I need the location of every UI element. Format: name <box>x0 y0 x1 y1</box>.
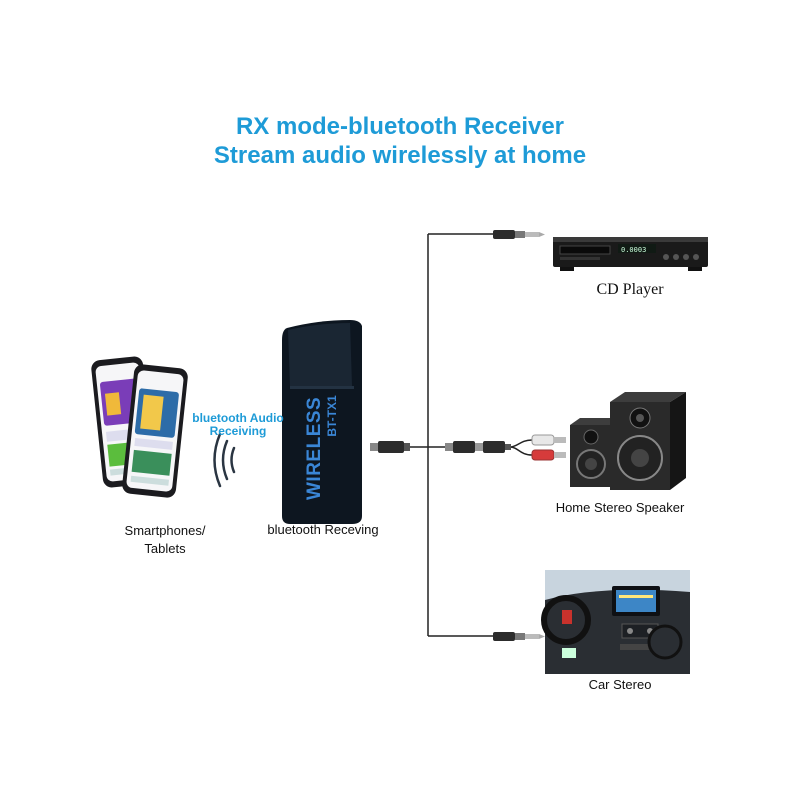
middle-audio-jack-icon <box>445 441 511 453</box>
smartphones-label-line1: Smartphones/ <box>124 523 206 538</box>
bluetooth-audio-label-line1: bluetooth Audio <box>192 411 284 425</box>
car-stereo-icon <box>541 570 690 674</box>
car-audio-jack-icon <box>493 632 545 641</box>
bluetooth-audio-label: bluetooth Audio Receiving <box>190 412 286 438</box>
smartphones-label: Smartphones/ Tablets <box>110 522 220 558</box>
diagram-title-line2: Stream audio wirelessly at home <box>213 142 587 169</box>
home-speakers-icon <box>570 392 686 490</box>
bluetooth-receiver-device-icon <box>282 320 362 524</box>
car-stereo-label: Car Stereo <box>588 677 652 692</box>
home-stereo-speaker-label: Home Stereo Speaker <box>555 500 685 515</box>
receiver-label: bluetooth Receving <box>267 522 379 537</box>
cd-audio-jack-icon <box>493 230 545 239</box>
smartphones-label-line2: Tablets <box>144 541 186 556</box>
receiver-audio-jack-icon <box>370 441 410 453</box>
bluetooth-audio-label-line2: Receiving <box>209 424 267 438</box>
audio-cable-tree <box>410 233 533 637</box>
cd-player-icon: 0.0003 <box>553 237 708 271</box>
cd-player-label: CD Player <box>596 281 664 298</box>
diagram-title-line1: RX mode-bluetooth Receiver <box>235 113 565 140</box>
receiver-model-text: BT-TX1 <box>325 395 339 437</box>
smartphone-right-icon <box>122 364 188 498</box>
bluetooth-signal-icon <box>213 432 236 488</box>
rca-plugs-icon <box>531 434 566 461</box>
svg-text:0.0003: 0.0003 <box>621 246 646 254</box>
